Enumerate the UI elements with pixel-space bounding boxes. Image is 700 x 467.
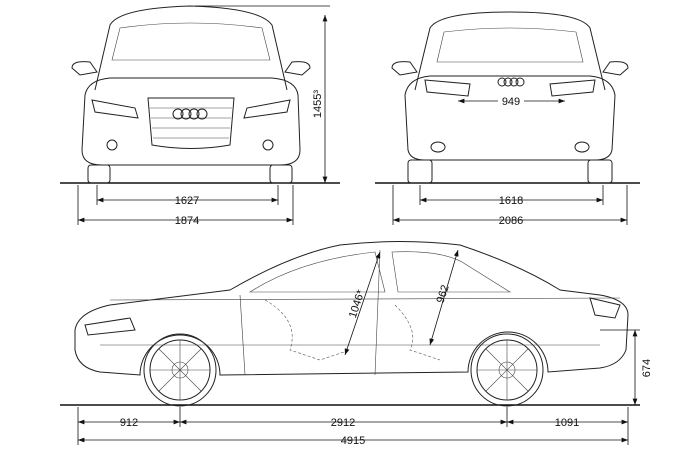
rear-view bbox=[375, 11, 640, 184]
front-overhang-label: 912 bbox=[120, 417, 138, 429]
front-wheel bbox=[143, 333, 217, 407]
front-view bbox=[60, 5, 340, 184]
wheelbase-label: 2912 bbox=[331, 417, 355, 429]
rear-overhang-label: 1091 bbox=[555, 417, 579, 429]
front-width-label: 1874 bbox=[175, 215, 199, 227]
rear-lid-width-label: 949 bbox=[502, 96, 520, 108]
height-label: 1455³ bbox=[312, 90, 324, 118]
rear-wheel bbox=[470, 333, 544, 407]
rear-headroom-label: 962 bbox=[435, 283, 452, 304]
length-label: 4915 bbox=[341, 435, 365, 447]
side-dimensions: 1046* 962 674 912 2912 1091 4915 bbox=[77, 249, 653, 447]
rear-track-label: 1618 bbox=[499, 195, 523, 207]
side-view bbox=[60, 241, 640, 407]
loading-height-label: 674 bbox=[641, 359, 653, 377]
front-dimensions: 1627 1874 1455³ bbox=[77, 5, 330, 227]
front-track-label: 1627 bbox=[175, 195, 199, 207]
rear-width-label: 2086 bbox=[499, 215, 523, 227]
rear-dimensions: 949 1618 2086 bbox=[392, 94, 628, 227]
front-headroom-label: 1046* bbox=[347, 288, 368, 320]
